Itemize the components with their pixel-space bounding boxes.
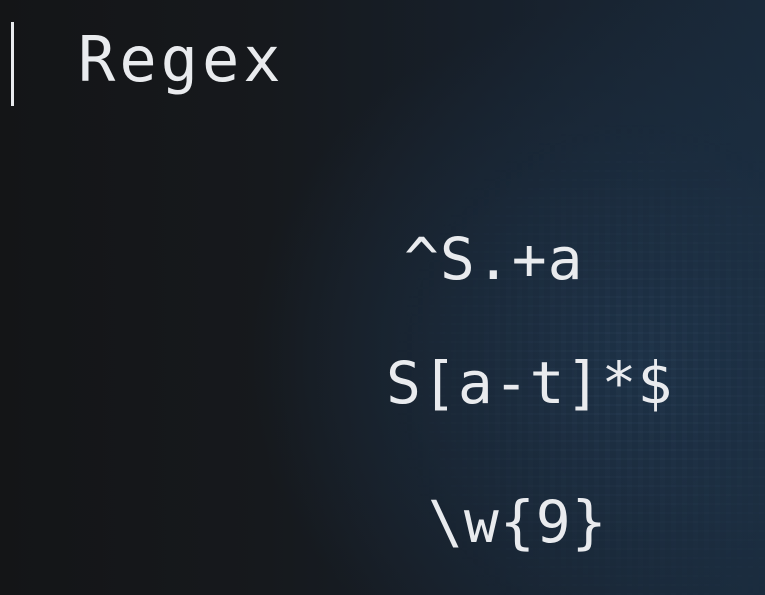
regex-pattern-3: \w{9} [428, 488, 608, 556]
regex-pattern-2: S[a-t]*$ [386, 349, 674, 417]
title-accent-bar [11, 22, 14, 106]
regex-pattern-1: ^S.+a [404, 225, 584, 293]
slide-title: Regex [78, 23, 285, 96]
background-code-texture [330, 120, 765, 595]
